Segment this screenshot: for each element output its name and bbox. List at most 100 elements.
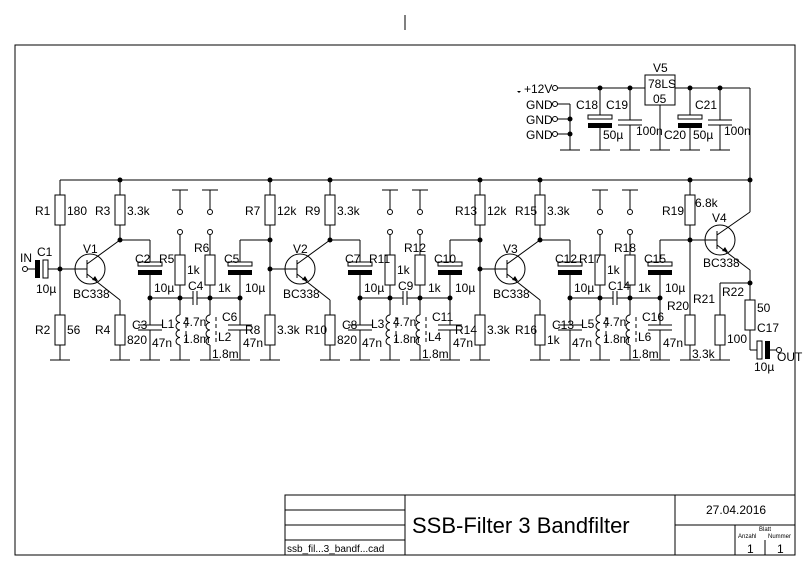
- stage1-series-c-value: 4.7n: [183, 315, 206, 329]
- terminal-icon: [627, 209, 633, 215]
- c17-ref: C17: [757, 321, 779, 335]
- terminal-icon: [597, 209, 603, 215]
- electrolytic-capacitor-symbol: [557, 261, 583, 267]
- resistor-symbol: [324, 194, 336, 226]
- terminal-icon: [177, 209, 183, 215]
- terminal-icon: [552, 85, 558, 91]
- resistor-symbol: [204, 254, 216, 286]
- terminal-icon: [552, 101, 558, 107]
- stage2-coll-r-ref: R9: [305, 204, 321, 218]
- wire: [296, 239, 331, 265]
- electrolytic-capacitor-symbol: [678, 123, 702, 128]
- c18-ref: C18: [576, 98, 598, 112]
- stage1-l2-value: 1.8m: [212, 347, 239, 361]
- drawing-title: SSB-Filter 3 Bandfilter: [412, 513, 630, 538]
- terminal-icon: [627, 229, 633, 235]
- power-labels: +12V GND GND GND C18 50µ C19 100n V5 78L…: [524, 61, 751, 142]
- stage1-coll-r-ref: R3: [95, 204, 111, 218]
- electrolytic-capacitor-symbol: [438, 270, 462, 275]
- stage2-trans-ref: V2: [293, 242, 308, 256]
- stage3-out-c-ref: C15: [644, 252, 666, 266]
- stage2-l1-value: 1.8m: [393, 332, 420, 346]
- r20-ref: R20: [667, 299, 689, 313]
- inductor-symbol: [205, 314, 211, 346]
- stage2-sw-r1-ref: R11: [369, 252, 390, 266]
- stage2-couple-c-ref: C7: [345, 252, 361, 266]
- terminal-icon: [387, 229, 393, 235]
- resistor-symbol: [114, 194, 126, 226]
- terminal-icon: [417, 229, 423, 235]
- electrolytic-capacitor-symbol: [348, 270, 372, 275]
- stage3-shunt-c-ref: C16: [642, 310, 664, 324]
- stage1-emit-c-ref: C3: [132, 318, 148, 332]
- stage3-sw-r2-ref: R18: [614, 241, 636, 255]
- stage3-l1-ref: L5: [581, 317, 595, 331]
- r-series-value: 50: [757, 301, 771, 315]
- emitter-arrow-icon: [92, 276, 98, 281]
- output-label: OUT: [777, 350, 803, 364]
- input-label: IN: [20, 251, 32, 265]
- stage3-bias-top-value: 12k: [487, 204, 507, 218]
- file-name: ssb_fil...3_bandf...cad: [287, 544, 384, 555]
- resistor-symbol: [684, 314, 696, 346]
- output-capacitor-symbol: [756, 340, 763, 360]
- stage1-coll-r-value: 3.3k: [127, 204, 151, 218]
- stage2-emit-r-ref: R10: [305, 323, 327, 337]
- drawing-date: 27.04.2016: [706, 503, 766, 517]
- c20-ref: C20: [664, 128, 686, 142]
- c19-ref: C19: [606, 98, 628, 112]
- resistor-symbol: [714, 314, 726, 346]
- stage2-bias-bot-value: 3.3k: [277, 323, 301, 337]
- stage3-coll-r-value: 3.3k: [547, 204, 571, 218]
- electrolytic-capacitor-symbol: [677, 114, 703, 120]
- r22-value: 100: [727, 332, 747, 346]
- stage2-series-c-value: 4.7n: [393, 315, 416, 329]
- stage1-couple-c-ref: C2: [135, 252, 151, 266]
- stage1-emit-c-value: 47n: [152, 336, 172, 350]
- stage2-out-c-value: 10µ: [455, 281, 475, 295]
- r21-ref: R21: [693, 292, 715, 306]
- stage1-bias-top-value: 180: [67, 204, 87, 218]
- stage2-series-c-ref: C9: [398, 279, 414, 293]
- stage1-l1-value: 1.8m: [183, 332, 210, 346]
- stage3-couple-c-ref: C12: [555, 252, 577, 266]
- stage2-coll-r-value: 3.3k: [337, 204, 361, 218]
- electrolytic-capacitor-symbol: [138, 270, 162, 275]
- stage3-shunt-c-value: 47n: [663, 336, 683, 350]
- terminal-icon: [417, 209, 423, 215]
- stage1-out-c-value: 10µ: [245, 281, 265, 295]
- r22-ref: R22: [722, 285, 744, 299]
- junction-dot: [477, 237, 483, 243]
- electrolytic-capacitor-symbol: [437, 261, 463, 267]
- stage2-sw-r2-value: 1k: [428, 281, 442, 295]
- electrolytic-capacitor-symbol: [587, 114, 613, 120]
- v4-ref: V4: [712, 211, 727, 225]
- stage3-series-c-value: 4.7n: [603, 315, 626, 329]
- voltage-regulator-symbol: [644, 74, 676, 106]
- junction-dot: [747, 177, 753, 183]
- stage3-bias-top-ref: R13: [455, 204, 477, 218]
- stage2-l2-ref: L4: [428, 330, 442, 344]
- regulator-line2: 05: [653, 92, 667, 106]
- stage3-sw-r1-value: 1k: [607, 263, 621, 277]
- sheet-count: 1: [747, 542, 754, 556]
- stage2-emit-r-value: 820: [337, 333, 357, 347]
- schematic-wiring: [22, 74, 782, 361]
- electrolytic-capacitor-symbol: [647, 261, 673, 267]
- r19-ref: R19: [662, 204, 684, 218]
- resistor-symbol: [174, 254, 186, 286]
- stage3-l2-ref: L6: [638, 330, 652, 344]
- terminal-icon: [387, 209, 393, 215]
- wire: [296, 273, 331, 301]
- stage2-l1-ref: L3: [371, 317, 385, 331]
- input-capacitor-symbol: [35, 260, 40, 278]
- stage2-emit-c-value: 47n: [362, 336, 382, 350]
- stage2-l2-value: 1.8m: [422, 347, 449, 361]
- inductor-symbol: [595, 314, 601, 346]
- inductor-symbol: [175, 314, 181, 346]
- c20-value: 50µ: [693, 128, 713, 142]
- stage2-bias-top-ref: R7: [245, 204, 261, 218]
- junction-dot: [267, 237, 273, 243]
- stage1-emit-r-ref: R4: [95, 323, 111, 337]
- sheet-number-label: Nummer: [768, 534, 791, 540]
